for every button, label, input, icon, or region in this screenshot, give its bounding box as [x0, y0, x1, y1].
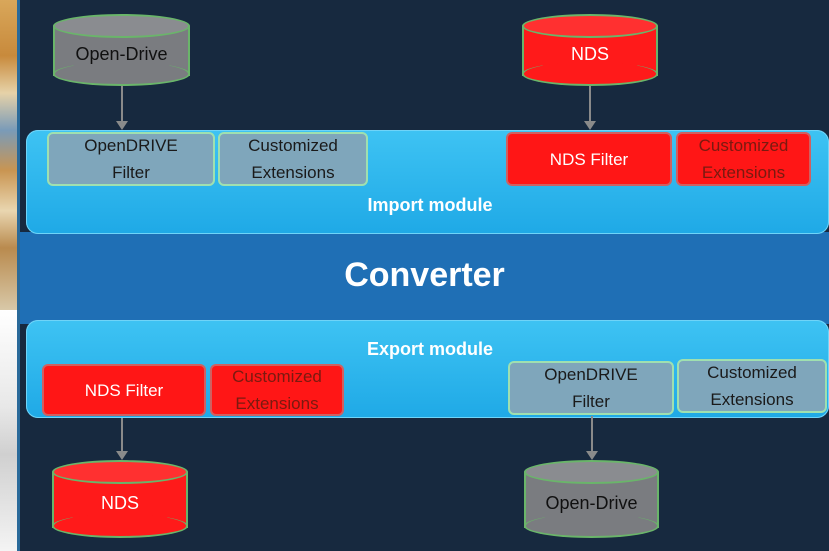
- target-nds-label: NDS: [100, 492, 139, 513]
- export-opendrive-filter-line2: Filter: [572, 392, 610, 411]
- export-ext1-line2: Extensions: [235, 394, 319, 413]
- import-ext1-line2: Extensions: [251, 163, 335, 182]
- export-ext1-line1: Customized: [232, 367, 322, 386]
- arrow-export-to-open-drive: [586, 416, 598, 460]
- export-opendrive-filter-line1: OpenDRIVE: [544, 365, 638, 384]
- export-ext2-line1: Customized: [707, 363, 797, 382]
- export-module-label: Export module: [366, 339, 493, 359]
- import-opendrive-filter-line1: OpenDRIVE: [84, 136, 178, 155]
- import-nds-filter: NDS Filter: [506, 132, 672, 186]
- converter-title: Converter: [344, 256, 505, 294]
- import-ext1-line1: Customized: [248, 136, 338, 155]
- target-nds-database: NDS: [52, 460, 188, 538]
- source-nds-database: NDS: [522, 14, 658, 86]
- target-open-drive-label: Open-Drive: [545, 492, 638, 513]
- import-opendrive-filter: OpenDRIVE Filter: [47, 132, 215, 186]
- arrow-export-to-nds: [116, 418, 128, 460]
- arrow-open-drive-to-import: [116, 86, 128, 130]
- source-nds-label: NDS: [570, 43, 609, 64]
- import-module-label: Import module: [367, 195, 493, 215]
- arrow-nds-to-import: [584, 86, 596, 130]
- source-open-drive-database: Open-Drive: [53, 14, 190, 86]
- export-nds-filter: NDS Filter: [42, 364, 206, 416]
- export-nds-filter-label: NDS Filter: [84, 380, 164, 400]
- import-ext2-line2: Extensions: [701, 163, 786, 182]
- source-open-drive-label: Open-Drive: [75, 43, 168, 64]
- import-ext2-line1: Customized: [698, 136, 789, 155]
- converter-band: [20, 232, 829, 324]
- export-opendrive-filter: OpenDRIVE Filter: [508, 361, 674, 415]
- export-ext2-line2: Extensions: [710, 390, 794, 409]
- import-nds-filter-label: NDS Filter: [549, 149, 629, 169]
- import-opendrive-filter-line2: Filter: [112, 163, 150, 182]
- target-open-drive-database: Open-Drive: [524, 460, 659, 538]
